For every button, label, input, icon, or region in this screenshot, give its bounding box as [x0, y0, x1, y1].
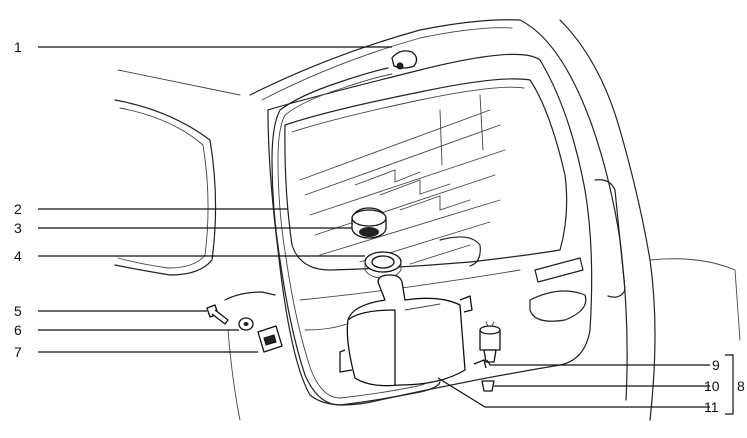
callout-5: 5 — [14, 303, 22, 319]
washer-nozzle-part — [391, 50, 418, 70]
washer-hose — [271, 67, 441, 406]
leader-lines — [38, 46, 734, 415]
bracket-clip-part — [257, 325, 283, 353]
callout-11: 11 — [704, 399, 719, 415]
washer-pump-part — [473, 321, 501, 369]
washer-reservoir-part — [339, 274, 473, 387]
grommet-part — [364, 251, 402, 279]
pump-grommet-part — [481, 380, 495, 392]
flat-washer-part — [238, 317, 254, 331]
callout-6: 6 — [14, 322, 22, 338]
callout-7: 7 — [14, 344, 22, 360]
callout-labels: 1 2 3 4 5 6 7 9 10 11 8 — [14, 39, 745, 415]
callout-2: 2 — [14, 201, 22, 217]
filler-cap-part — [351, 207, 387, 239]
vehicle-body-outline — [114, 19, 741, 421]
callout-1: 1 — [14, 39, 22, 55]
callout-9: 9 — [712, 357, 720, 373]
callout-3: 3 — [14, 220, 22, 236]
callout-4: 4 — [14, 248, 22, 264]
callout-10: 10 — [704, 378, 720, 394]
screw-part — [206, 304, 229, 325]
callout-8: 8 — [737, 378, 745, 394]
